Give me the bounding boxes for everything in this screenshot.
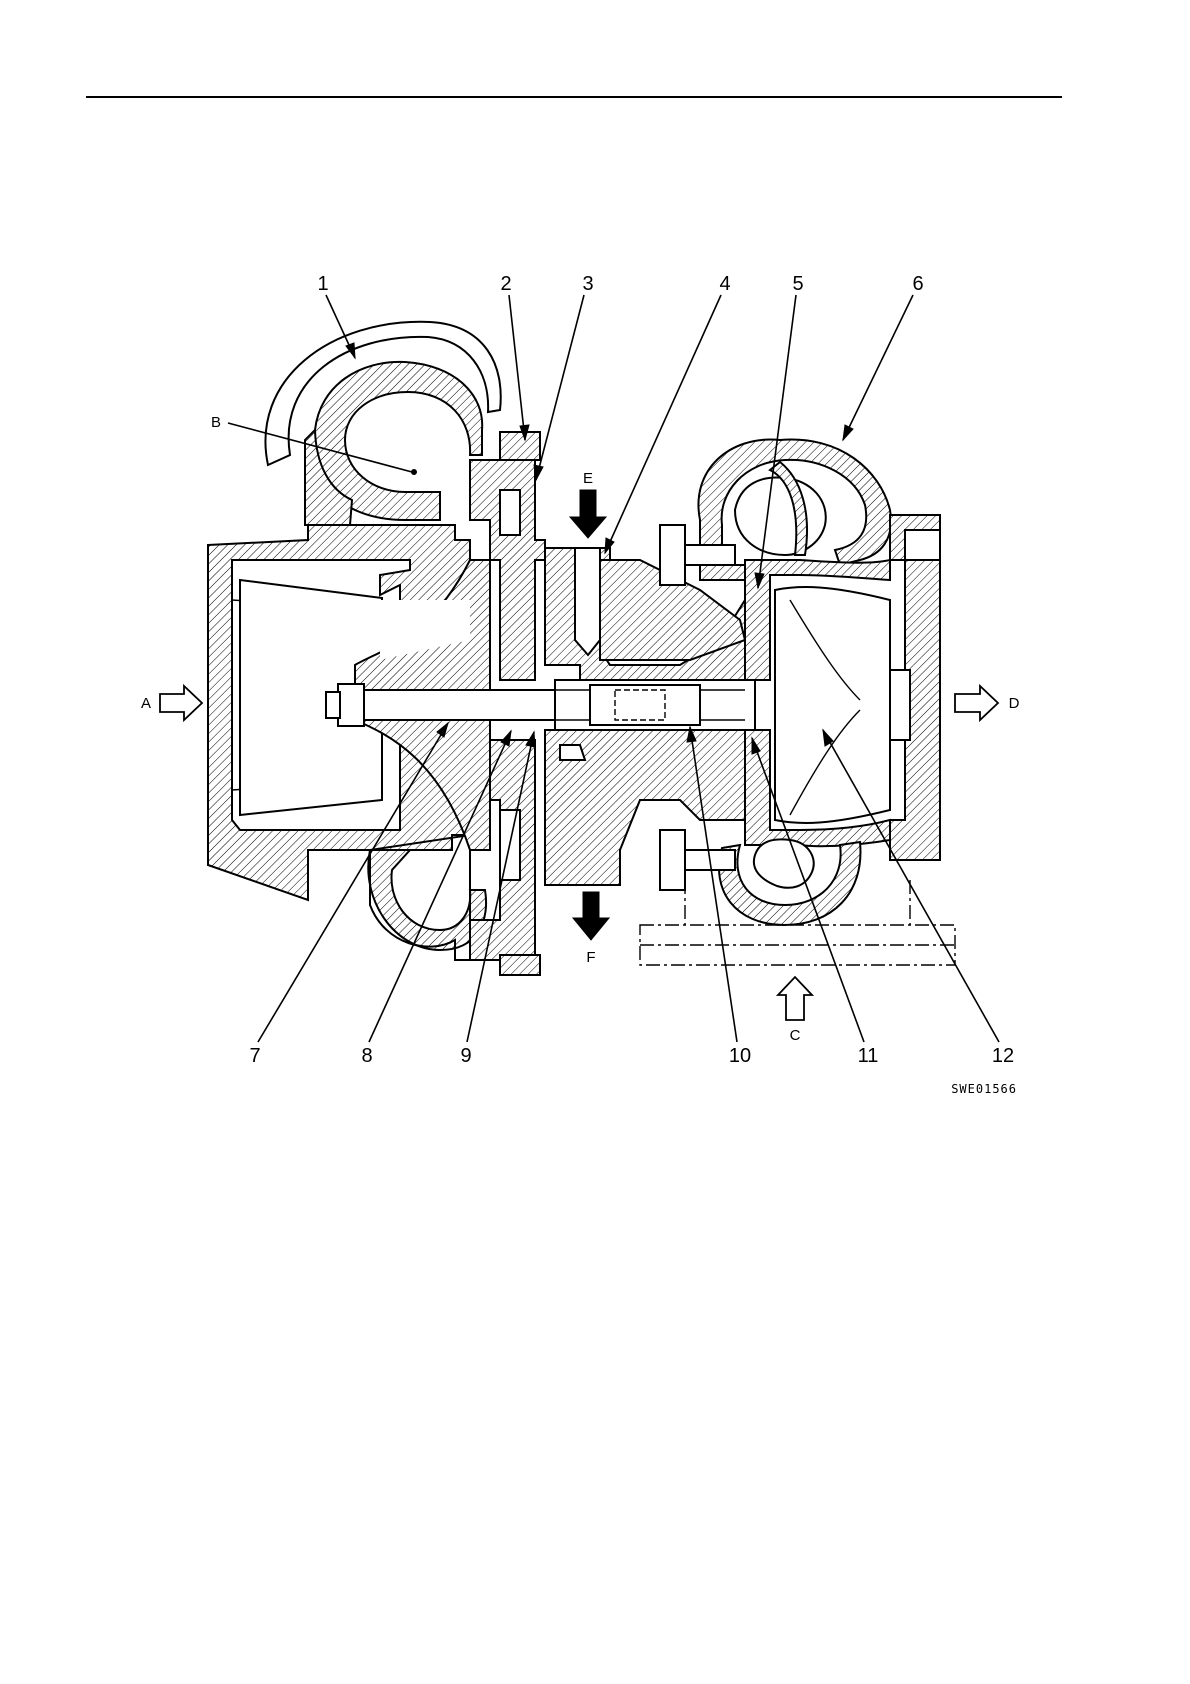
flow-arrow-f: F xyxy=(573,892,609,966)
flow-label-e: E xyxy=(583,470,593,487)
hollow-arrow-icon xyxy=(160,686,202,720)
solid-arrow-icon xyxy=(570,490,606,538)
part-number-10: 10 xyxy=(729,1045,751,1067)
flow-arrow-e: E xyxy=(570,470,606,538)
hollow-arrow-icon xyxy=(955,686,998,720)
flow-label-b: B xyxy=(211,414,221,431)
flow-label-c: C xyxy=(790,1027,801,1044)
part-number-7: 7 xyxy=(249,1045,260,1067)
hollow-arrow-icon xyxy=(778,977,812,1020)
turbine-wheel xyxy=(775,587,910,823)
part-number-4: 4 xyxy=(719,273,730,295)
part-number-8: 8 xyxy=(361,1045,372,1067)
flow-arrow-a: A xyxy=(141,686,202,720)
part-number-3: 3 xyxy=(582,273,593,295)
part-number-12: 12 xyxy=(992,1045,1014,1067)
flow-label-a: A xyxy=(141,695,151,712)
part-number-9: 9 xyxy=(460,1045,471,1067)
flow-label-d: D xyxy=(1009,695,1020,712)
solid-arrow-icon xyxy=(573,892,609,940)
part-number-11: 11 xyxy=(858,1045,879,1067)
part-number-2: 2 xyxy=(500,273,511,295)
flow-arrow-d: D xyxy=(955,686,1020,720)
part-number-1: 1 xyxy=(317,273,328,295)
part-number-6: 6 xyxy=(912,273,923,295)
figure-code: SWE01566 xyxy=(951,1082,1017,1096)
part-number-5: 5 xyxy=(792,273,803,295)
flow-label-f: F xyxy=(586,949,595,966)
flow-arrow-c: C xyxy=(778,977,812,1044)
